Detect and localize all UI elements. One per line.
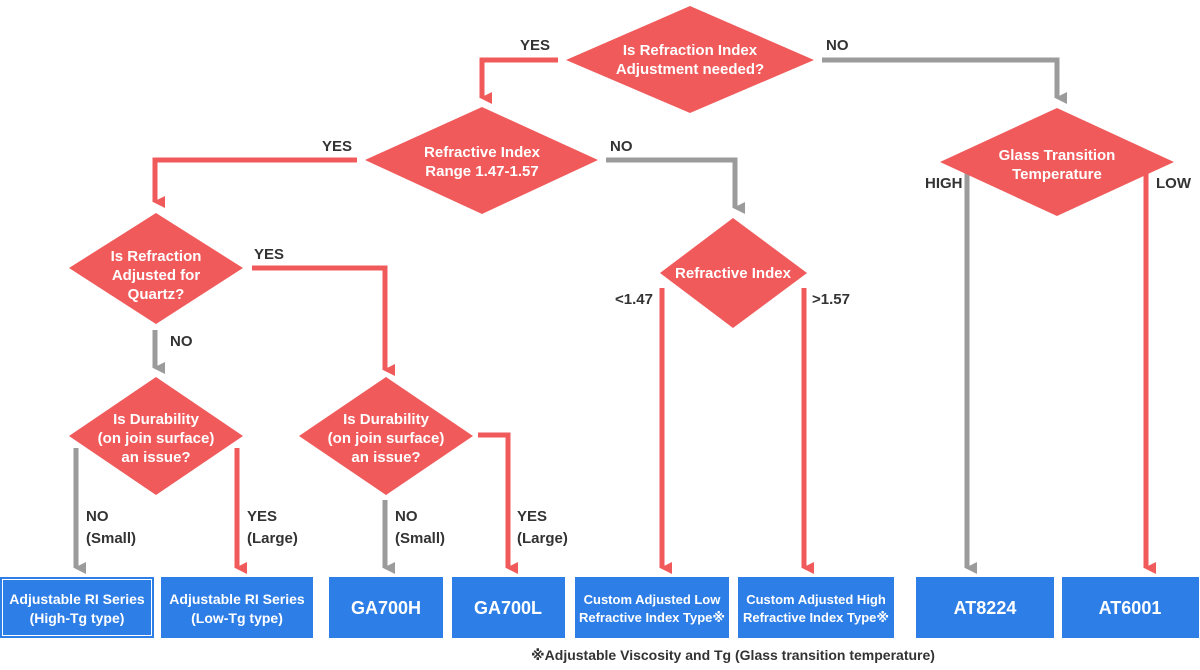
decision-durability-left-text: Is Durability(on join surface)an issue? bbox=[98, 411, 215, 466]
decision-ri-range bbox=[365, 107, 598, 214]
label-ri-needed-yes: YES bbox=[520, 37, 550, 54]
decision-durability-left bbox=[69, 377, 243, 495]
edge-durability-mid-yes bbox=[478, 432, 518, 574]
decision-durability-mid-text: Is Durability(on join surface)an issue? bbox=[328, 411, 445, 466]
product-ga700l-text: GA700L bbox=[474, 598, 542, 618]
label-tg-low: LOW bbox=[1156, 175, 1192, 192]
label-quartz-no: NO bbox=[170, 333, 193, 350]
footnote: ※Adjustable Viscosity and Tg (Glass tran… bbox=[531, 647, 935, 663]
label-durability-left-no: NO(Small) bbox=[86, 508, 136, 547]
product-ri-low: Adjustable RI Series(Low-Tg type) bbox=[161, 577, 313, 638]
label-durability-mid-yes: YES(Large) bbox=[517, 508, 568, 547]
decision-durability-mid bbox=[299, 377, 473, 495]
edge-ri-range-yes bbox=[152, 157, 357, 208]
label-ri-range-no: NO bbox=[610, 138, 633, 155]
edge-ri-range-no bbox=[606, 157, 745, 214]
edge-ri-needed-yes bbox=[479, 57, 558, 104]
product-at6001: AT6001 bbox=[1062, 577, 1199, 638]
label-ri-needed-no: NO bbox=[826, 37, 849, 54]
edge-ri-needed-no bbox=[822, 57, 1067, 104]
label-ri-range-yes: YES bbox=[322, 138, 352, 155]
product-ga700l: GA700L bbox=[452, 577, 565, 638]
label-ri-lt: <1.47 bbox=[615, 291, 653, 308]
edge-quartz-yes bbox=[252, 265, 395, 376]
decision-quartz bbox=[69, 213, 243, 324]
label-durability-left-yes: YES(Large) bbox=[247, 508, 298, 547]
product-ri-high-text: Adjustable RI Series(High-Tg type) bbox=[9, 591, 145, 626]
label-durability-mid-no: NO(Small) bbox=[395, 508, 445, 547]
label-quartz-yes: YES bbox=[254, 246, 284, 263]
decision-ri-needed bbox=[566, 6, 814, 113]
decision-glass-tg bbox=[940, 108, 1174, 216]
product-at8224: AT8224 bbox=[916, 577, 1054, 638]
product-ga700h: GA700H bbox=[329, 577, 443, 638]
product-ga700h-text: GA700H bbox=[351, 598, 421, 618]
product-ri-high: Adjustable RI Series(High-Tg type) bbox=[0, 577, 154, 638]
product-at8224-text: AT8224 bbox=[954, 598, 1017, 618]
decision-refractive-index-text: Refractive Index bbox=[675, 265, 792, 282]
decision-refractive-index bbox=[660, 218, 807, 328]
product-at6001-text: AT6001 bbox=[1099, 598, 1162, 618]
label-tg-high: HIGH bbox=[925, 175, 963, 192]
label-ri-gt: >1.57 bbox=[812, 291, 850, 308]
product-ri-low-text: Adjustable RI Series(Low-Tg type) bbox=[169, 591, 305, 626]
